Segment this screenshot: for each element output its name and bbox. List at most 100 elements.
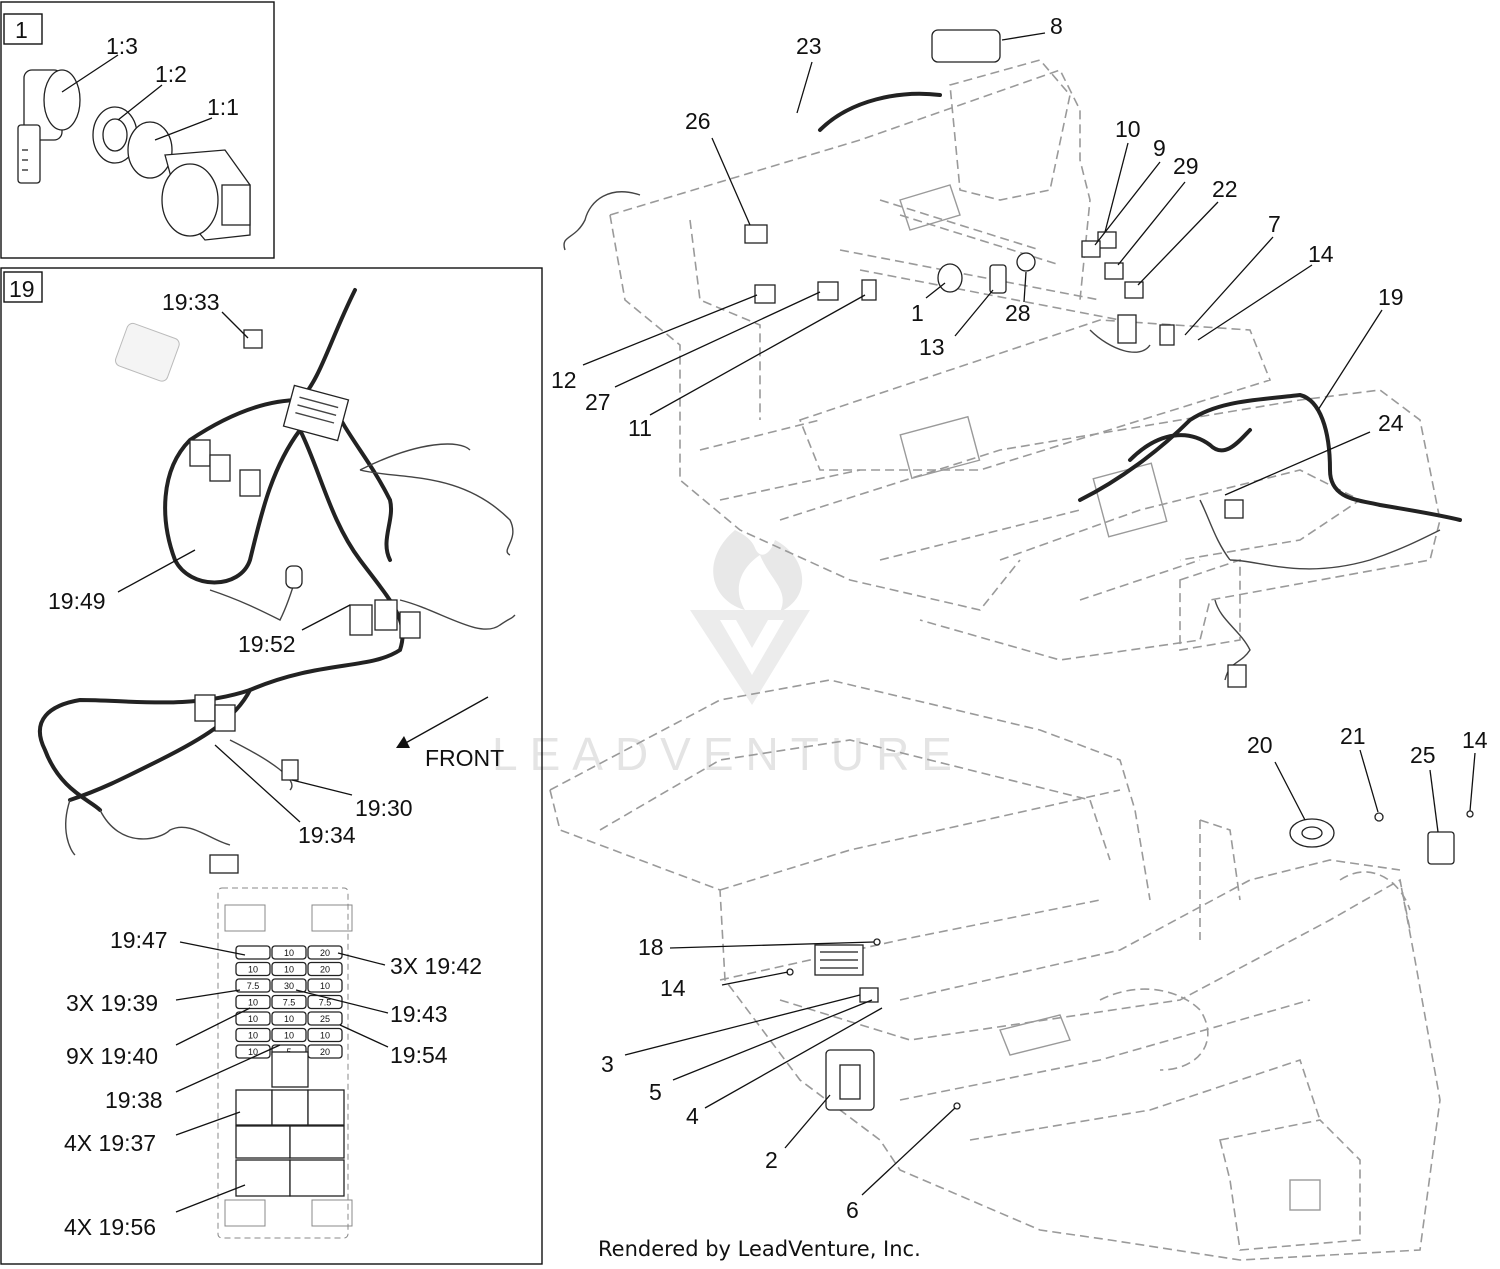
callout-1-3: 1:3 (106, 33, 138, 59)
fuse-slot: 7.5 (271, 994, 307, 1010)
fuse-rating: 10 (284, 1014, 294, 1024)
callout-25: 25 (1410, 742, 1436, 768)
callout-18: 18 (638, 934, 664, 960)
upper-frame-assembly (563, 29, 1462, 688)
fuse-slot: 10 (235, 961, 271, 977)
ignition-1-icon (937, 263, 963, 293)
fuse-slot: 10 (235, 994, 271, 1010)
fuse-rating: 10 (284, 965, 294, 975)
fuse-slot: 7.5 (235, 978, 271, 993)
fuse-rating: 10 (320, 981, 330, 991)
fuse-slot: 30 (271, 978, 307, 993)
callout-23: 23 (796, 33, 822, 59)
fuse-rating: 10 (284, 948, 294, 958)
switch-10-icon (1097, 231, 1117, 249)
callout-22: 22 (1212, 176, 1238, 202)
fuse-rating: 10 (248, 998, 258, 1008)
fuse-slot: 20 (307, 945, 343, 960)
callout-1-1: 1:1 (207, 94, 239, 120)
inset-1: 1 1:3 1:2 1:1 (0, 1, 275, 259)
callout-8: 8 (1050, 13, 1063, 39)
relay-3-icon (859, 987, 879, 1003)
fuse-rating: 30 (284, 981, 294, 991)
front-arrowhead-icon (396, 736, 410, 748)
ignition-switch-icon (17, 69, 251, 241)
lower-callouts: 20 21 25 14 18 14 3 5 4 2 6 (601, 723, 1488, 1223)
fuse-slot: 25 (307, 1011, 343, 1026)
callout-19-33: 19:33 (162, 289, 220, 315)
fuse-rating: 10 (248, 1047, 258, 1057)
fuse-slot: 10 (235, 1044, 271, 1059)
callout-1-2: 1:2 (155, 61, 187, 87)
switch-26-icon (744, 224, 768, 244)
fuse-rating: 20 (320, 1047, 330, 1057)
inset-19: 19 (0, 267, 543, 1265)
switch-29-icon (1104, 262, 1124, 280)
callout-19-30: 19:30 (355, 795, 413, 821)
switch-22-icon (1124, 281, 1144, 299)
fuse-rating: 7.5 (247, 981, 260, 991)
lower-frame-assembly (549, 679, 1474, 1261)
inset-19-label: 19 (9, 276, 35, 302)
fuse-rating: 10 (248, 965, 258, 975)
callout-4x-19-37: 4X 19:37 (64, 1130, 156, 1156)
callout-29: 29 (1173, 153, 1199, 179)
callout-14-upper: 14 (1308, 241, 1334, 267)
relay-25-icon (1427, 831, 1455, 865)
fuse-rating: 20 (320, 948, 330, 958)
fuse-slot: 10 (307, 1027, 343, 1043)
watermark-text: LEADVENTURE (492, 728, 964, 780)
watermark: LEADVENTURE (492, 530, 964, 780)
callout-19-43: 19:43 (390, 1001, 448, 1027)
fuse-slot: 20 (307, 1044, 343, 1059)
callout-4x-19-56: 4X 19:56 (64, 1214, 156, 1240)
fuse-rating: 10 (248, 1031, 258, 1041)
callout-28: 28 (1005, 300, 1031, 326)
fuse-rating: 25 (320, 1014, 330, 1024)
fuse-rating: 7.5 (283, 998, 296, 1008)
callout-20: 20 (1247, 732, 1273, 758)
plug-28-icon (1016, 252, 1036, 272)
upper-callouts: 23 8 26 10 9 29 22 7 14 19 1 28 13 12 27… (551, 13, 1404, 496)
callout-24: 24 (1378, 410, 1404, 436)
callout-19-38: 19:38 (105, 1087, 163, 1113)
wire-harness-icon (38, 288, 516, 874)
callout-27: 27 (585, 389, 611, 415)
callout-4: 4 (686, 1103, 699, 1129)
fuse-slot: 10 (271, 945, 307, 960)
fuse-slot: 10 (271, 1011, 307, 1026)
fuse-rating: 10 (320, 1031, 330, 1041)
callout-1: 1 (911, 300, 924, 326)
part-13-icon (989, 264, 1007, 294)
fuse-slot (235, 945, 271, 960)
callout-2: 2 (765, 1147, 778, 1173)
switch-27-icon (817, 281, 839, 301)
fuse-slot: 10 (235, 1011, 271, 1026)
callout-13: 13 (919, 334, 945, 360)
callout-10: 10 (1115, 116, 1141, 142)
fuse-slot: 10 (235, 1027, 271, 1043)
fuse-rating: 7.5 (319, 998, 332, 1008)
bolt-21-icon (1374, 812, 1384, 822)
fuse-slot: 10 (307, 978, 343, 993)
callout-3x-19-42: 3X 19:42 (390, 953, 482, 979)
callout-14-right: 14 (1462, 727, 1488, 753)
fuse-rating: 10 (248, 1014, 258, 1024)
callout-14-lower: 14 (660, 975, 686, 1001)
callout-19-49: 19:49 (48, 588, 106, 614)
fuse-grid: 10201010207.53010107.57.5101025101010105… (235, 945, 343, 1059)
switch-12-icon (754, 284, 776, 304)
part-11-icon (861, 279, 877, 301)
fuse-slot: 10 (271, 961, 307, 977)
fuse-box: 10201010207.53010107.57.5101025101010105… (217, 887, 353, 1239)
callout-5: 5 (649, 1079, 662, 1105)
inset-1-label: 1 (15, 17, 28, 43)
callout-19-54: 19:54 (390, 1042, 448, 1068)
fuse-slot: 20 (307, 961, 343, 977)
callout-21: 21 (1340, 723, 1366, 749)
switch-9-icon (1081, 240, 1101, 258)
callout-3x-19-39: 3X 19:39 (66, 990, 158, 1016)
fuse-rating: 20 (320, 965, 330, 975)
callout-3: 3 (601, 1051, 614, 1077)
